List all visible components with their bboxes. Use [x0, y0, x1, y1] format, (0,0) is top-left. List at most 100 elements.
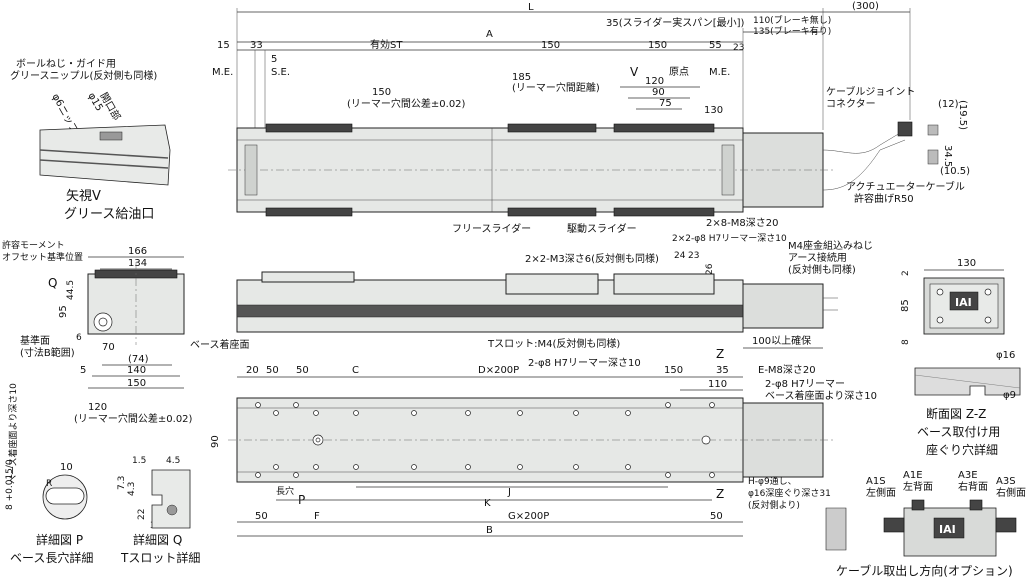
brake-none: 110(ブレーキ無し) — [753, 14, 831, 26]
dim-K: K — [484, 498, 491, 509]
h-hole-3: (反対側より) — [748, 499, 800, 511]
bottom-holes — [255, 402, 715, 478]
dim-150-left: 150 — [127, 378, 146, 389]
right-end-view: 130 2 85 8 IAI — [900, 258, 1005, 345]
dim-10-5: (10.5) — [940, 166, 970, 177]
dim-74: (74) — [128, 354, 149, 365]
detail-p: ベース着座面より深さ10 8 +0.015/0 10 R 詳細図 P ベース長穴… — [5, 383, 93, 565]
end-8: 8 — [901, 339, 911, 345]
me-right: M.E. — [709, 67, 730, 78]
dim-stroke: 有効ST — [370, 38, 403, 51]
left-end-view: 許容モーメント オフセット基準位置 166 134 Q 44.5 95 6 70… — [2, 239, 250, 389]
dim-110: 110 — [708, 379, 727, 390]
dim-44-5: 44.5 — [66, 280, 76, 300]
dim-24: 24 — [674, 251, 686, 261]
dim-130: 130 — [704, 105, 723, 116]
dim-50b: 50 — [296, 365, 309, 376]
detail-q: 1.5 4.5 7.3 4.3 22 3 詳細図 Q Tスロット詳細 — [117, 456, 200, 565]
cable-a3s-label: 右側面 — [996, 486, 1026, 499]
dim-50d: 50 — [710, 511, 723, 522]
dim-26: 26 — [705, 263, 715, 275]
origin-label: 原点 — [669, 66, 689, 78]
dim-166: 166 — [128, 246, 147, 257]
t-slot-label: Tスロット:M4(反対側も同様) — [487, 337, 620, 350]
ref-surface-1: 基準面 — [20, 334, 50, 347]
view-v-title-1: 矢視V — [66, 189, 101, 204]
top-view — [228, 121, 939, 217]
dim-75: 75 — [659, 98, 672, 109]
view-v-mark: V — [630, 65, 639, 79]
end-logo: IAI — [955, 296, 972, 309]
dim-120: 120 — [645, 76, 664, 87]
h-hole-1: H-φ9通し、 — [748, 476, 797, 487]
dim-150b: 150 — [648, 40, 667, 51]
cable-exit-logo: IAI — [939, 523, 956, 536]
dim-5: 5 — [271, 54, 277, 65]
moment-label-1: 許容モーメント — [2, 239, 65, 251]
dim-50c: 50 — [255, 511, 268, 522]
dim-23-side: 23 — [688, 251, 699, 261]
free-slider: フリースライダー — [452, 222, 531, 235]
cable-labels: ケーブルジョイント コネクター (12) (19.5) 34.5 (10.5) … — [826, 85, 970, 205]
dim-6: 6 — [76, 333, 82, 343]
dim-95: 95 — [58, 305, 69, 318]
detail-q-1-5: 1.5 — [132, 456, 146, 466]
dim-20: 20 — [246, 365, 259, 376]
actuator-cable: アクチュエーターケーブル — [846, 180, 965, 193]
detail-q-22: 22 — [137, 509, 147, 520]
section-title-3: 座ぐり穴詳細 — [926, 442, 998, 457]
detail-q-4-5: 4.5 — [166, 456, 180, 466]
joint-label-1: ケーブルジョイント — [826, 85, 915, 98]
dim-140: 140 — [127, 365, 146, 376]
detail-p-tol: 8 +0.015/0 — [5, 459, 15, 510]
grease-label-2: グリースニップル(反対側も同様) — [10, 69, 157, 82]
section-z: φ16 φ9 断面図 Z-Z ベース取付け用 座ぐり穴詳細 — [914, 350, 1021, 457]
h-hole-2: φ16深座ぐり深さ31 — [748, 487, 831, 499]
cable-a1e-label: 左背面 — [903, 480, 933, 493]
dim-D200P: D×200P — [478, 365, 519, 376]
z-top: Z — [716, 347, 724, 361]
cable-a3e-label: 右背面 — [958, 480, 988, 493]
grease-label-1: ボールねじ・ガイド用 — [16, 58, 116, 70]
bend-radius: 許容曲げR50 — [854, 192, 914, 205]
cable-a3s: A3S — [996, 476, 1016, 487]
detail-p-title-2: ベース長穴詳細 — [10, 550, 93, 565]
view-v-title-2: グリース給油口 — [64, 207, 154, 222]
top-view-labels: フリースライダー 駆動スライダー 2×8-M8深さ20 2×2-φ8 H7リーマ… — [452, 217, 787, 244]
dim-90-bottom: 90 — [210, 435, 221, 448]
cable-a1s-label: 左側面 — [866, 486, 896, 499]
cable-exit: A1S 左側面 A1E 左背面 A3E 右背面 A3S 右側面 IAI ケーブル… — [825, 470, 1026, 578]
dim-150c: 150 — [372, 87, 391, 98]
clearance-100: 100以上確保 — [752, 334, 811, 347]
reamer-tol-label: (リーマー穴間公差±0.02) — [347, 97, 466, 110]
detail-p-r: R — [46, 479, 52, 489]
bottom-view: 20 50 50 C D×200P 2-φ8 H7リーマー深さ10 150 Z … — [74, 347, 877, 537]
top-dimensions: L (300) A 15 33 有効ST 150 150 55 23 35(スラ… — [212, 1, 911, 130]
m4-label-2: アース接続用 — [788, 251, 847, 264]
dim-J: J — [507, 487, 511, 498]
se-label: S.E. — [271, 67, 290, 78]
detail-q-7-3: 7.3 — [117, 476, 127, 490]
dim-150a: 150 — [541, 40, 560, 51]
cable-a1s: A1S — [866, 476, 886, 487]
dim-150-bottom: 150 — [664, 365, 683, 376]
reamer-holes: 2×2-φ8 H7リーマー深さ10 — [672, 233, 787, 244]
brake-with: 135(ブレーキ有り) — [753, 25, 831, 37]
detail-p-title-1: 詳細図 P — [36, 532, 83, 547]
m4-label-3: (反対側も同様) — [788, 263, 856, 276]
dim-19-5: (19.5) — [957, 100, 968, 130]
cable-a1e: A1E — [903, 470, 923, 481]
m4-label-1: M4座金組込みねじ — [788, 239, 873, 252]
dim-5-left: 5 — [80, 365, 86, 376]
z-bottom: Z — [716, 487, 724, 501]
detail-p-depth: ベース着座面より深さ10 — [7, 383, 19, 484]
m8-holes: 2×8-M8深さ20 — [706, 217, 778, 229]
end-85: 85 — [900, 299, 911, 312]
dim-35: 35 — [716, 365, 729, 376]
slider-span: 35(スライダー実スパン[最小]) — [606, 16, 745, 29]
view-v: ボールねじ・ガイド用 グリースニップル(反対側も同様) φ6 ニップル径 φ15… — [10, 58, 171, 222]
me-left: M.E. — [212, 67, 233, 78]
reamer2-label-2: ベース着座面より深さ10 — [765, 389, 877, 402]
dim-B: B — [486, 525, 493, 536]
